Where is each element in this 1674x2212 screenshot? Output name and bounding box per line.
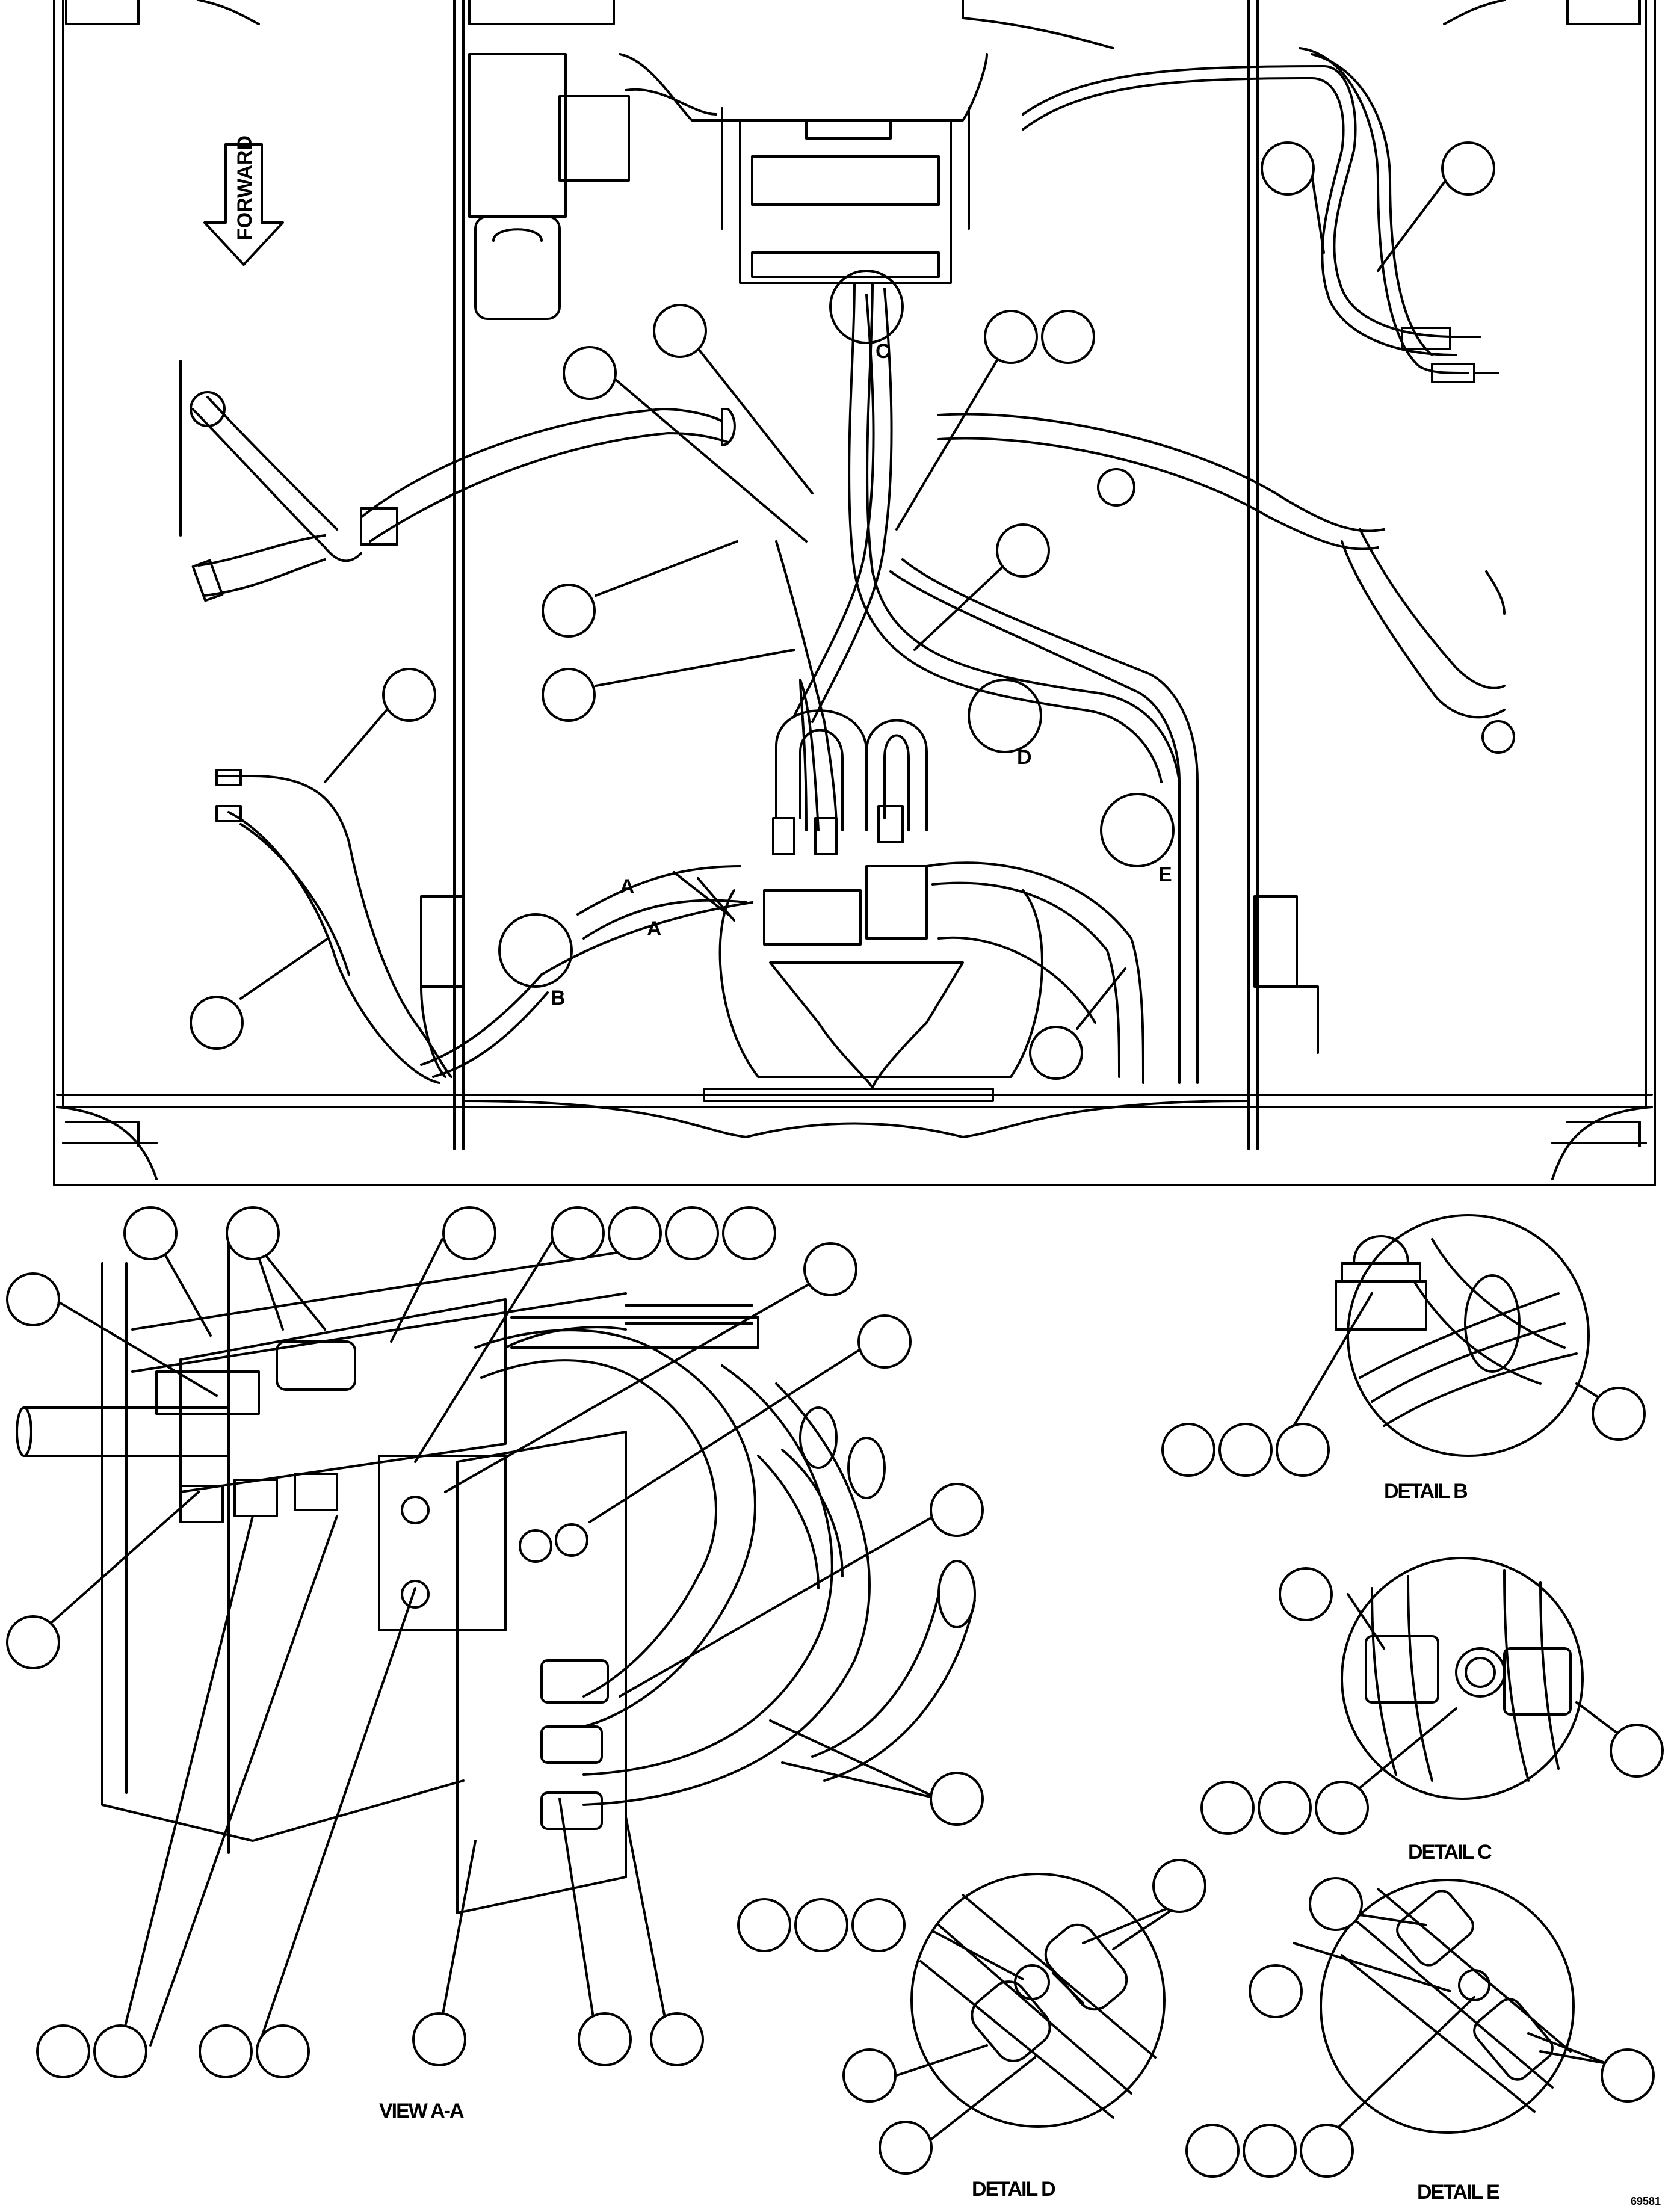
callout-balloon [1258,1781,1312,1835]
callout-balloon [650,2012,704,2066]
callout-balloon [996,523,1050,578]
top-view-leaders [239,173,1451,1030]
callout-balloon [1279,1567,1333,1621]
callout-balloon [1152,1859,1206,1913]
centre-hose-bundle [420,282,1319,1102]
callout-balloon [551,1206,605,1260]
callout-balloon [1315,1781,1369,1835]
chassis-frame [53,0,1656,1186]
detail-c-drawing [1341,1557,1626,1800]
upper-right-hoses [1022,47,1499,383]
callout-balloon [1441,141,1495,196]
callout-balloon [1610,1724,1664,1778]
callout-balloon [226,1206,280,1260]
forward-label: FORWARD [233,135,256,241]
forward-arrow [203,143,284,266]
detail-b-caption: DETAIL B [1384,1480,1468,1503]
callout-balloon [1276,1423,1330,1477]
callout-balloon [1601,2048,1655,2103]
detail-b-letter: B [551,987,566,1009]
left-hose-pair [215,769,452,1084]
callout-balloon [857,1314,912,1369]
callout-balloon [6,1272,60,1326]
callout-balloon [1218,1423,1273,1477]
right-side-hose-loop [937,413,1515,754]
callout-balloon [6,1615,60,1669]
callout-balloon [851,1898,906,1952]
callout-balloon [842,2048,897,2103]
detail-e-drawing [1293,1879,1608,2137]
callout-balloon [794,1898,848,1952]
detail-b-drawing [1293,1214,1626,1457]
callout-balloon [412,2012,466,2066]
upper-components [468,53,988,320]
section-arrow-a [697,877,735,922]
drawing-number: 69581 [1631,2195,1661,2207]
callout-balloon [93,2024,147,2078]
left-side-hose-loop [179,360,736,602]
callout-balloon [737,1898,791,1952]
callout-balloon [199,2024,253,2078]
callout-balloon [256,2024,310,2078]
detail-e-marker [1100,793,1175,867]
callout-balloon [1249,1964,1303,2018]
callout-balloon [653,304,707,358]
section-a-label: A [620,875,635,898]
view-a-a-caption: VIEW A-A [379,2100,464,2122]
callout-balloon [1261,141,1315,196]
callout-balloon [803,1242,857,1296]
callout-balloon [984,310,1038,364]
callout-balloon [1243,2124,1297,2178]
callout-balloon [1185,2124,1240,2178]
callout-balloon [930,1483,984,1537]
callout-balloon [382,668,436,722]
callout-balloon [542,584,596,638]
detail-d-letter: D [1017,746,1032,769]
callout-balloon [1592,1387,1646,1441]
detail-d-marker [968,679,1042,753]
callout-balloon [1300,2124,1354,2178]
callout-balloon [930,1772,984,1826]
callout-balloon [123,1206,178,1260]
detail-c-caption: DETAIL C [1408,1841,1492,1864]
callout-balloon [1041,310,1095,364]
detail-e-caption: DETAIL E [1417,2181,1499,2204]
detail-b-marker [498,913,573,988]
callout-balloon [722,1206,776,1260]
callout-balloon [563,346,617,400]
detail-e-letter: E [1158,863,1172,886]
callout-balloon [36,2024,90,2078]
callout-balloon [190,996,244,1050]
callout-balloon [1309,1877,1363,1931]
view-a-a-drawing [16,1232,976,1914]
section-a-label-2: A [647,917,662,940]
callout-balloon [442,1206,496,1260]
callout-balloon [608,1206,662,1260]
callout-balloon [1200,1781,1255,1835]
detail-c-marker [829,270,904,344]
callout-balloons [6,141,1664,2178]
callout-balloon [542,668,596,722]
detail-d-caption: DETAIL D [972,2178,1055,2201]
callout-balloon [578,2012,632,2066]
detail-c-letter: C [876,340,891,363]
callout-balloon [1161,1423,1215,1477]
callout-balloon [1029,1026,1083,1080]
callout-balloon [665,1206,719,1260]
detail-d-drawing [895,1873,1187,2149]
callout-balloon [879,2121,933,2175]
section-arrow-a [673,871,729,916]
